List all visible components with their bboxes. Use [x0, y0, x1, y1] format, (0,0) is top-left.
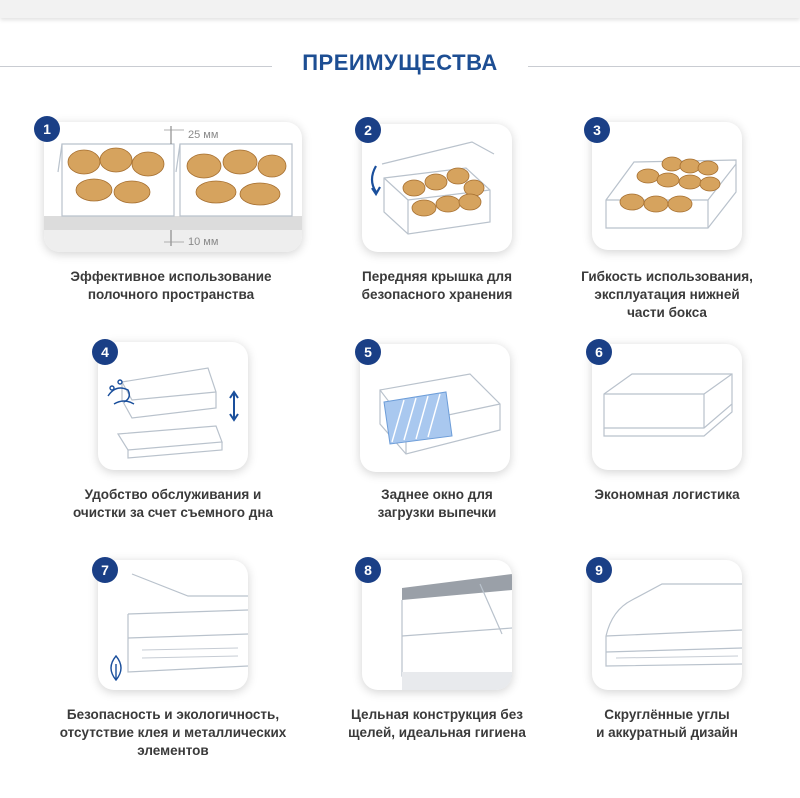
page-title: ПРЕИМУЩЕСТВА — [302, 50, 498, 75]
feature-image-shelf-boxes — [44, 126, 302, 252]
feature-caption-5: Заднее окно для загрузки выпечки — [377, 487, 497, 520]
rotate-arrow-icon — [370, 165, 377, 193]
feature-image-bottom-part — [605, 156, 737, 229]
feature-badge-5: 5 — [355, 339, 381, 365]
feature-image-safe-materials — [110, 573, 248, 682]
feature-image-rounded-corners — [605, 583, 742, 667]
feature-badge-2: 2 — [355, 117, 381, 143]
feature-image-stacked-boxes — [603, 373, 733, 437]
feature-badge-7: 7 — [92, 557, 118, 583]
feature-card-3 — [592, 122, 742, 250]
feature-card-8 — [362, 560, 512, 690]
title-divider-right — [528, 66, 800, 67]
feature-badge-3: 3 — [584, 117, 610, 143]
feature-caption-1: Эффективное использование полочного прос… — [70, 269, 272, 302]
feature-card-9 — [592, 560, 742, 690]
feature-caption-4: Удобство обслуживания и очистки за счет … — [72, 487, 273, 520]
title-divider-left — [0, 66, 272, 67]
feature-card-7 — [98, 560, 248, 690]
feature-image-solid-construction — [401, 574, 512, 690]
feature-caption-6: Экономная логистика — [594, 487, 740, 502]
feature-caption-8: Цельная конструкция без щелей, идеальная… — [348, 707, 526, 740]
feature-image-rear-window — [379, 373, 501, 455]
feature-caption-7: Безопасность и экологичность, отсутствие… — [59, 707, 287, 758]
feature-badge-4: 4 — [92, 339, 118, 365]
dimension-top-label: 25 мм — [188, 129, 219, 141]
feature-card-5 — [360, 344, 510, 472]
feature-badge-9: 9 — [586, 557, 612, 583]
washing-hands-icon — [107, 379, 135, 405]
leaf-icon — [110, 654, 122, 682]
feature-card-2 — [362, 124, 512, 252]
feature-badge-1: 1 — [34, 116, 60, 142]
feature-image-front-lid — [370, 141, 495, 235]
top-bar — [0, 0, 800, 18]
feature-badge-6: 6 — [586, 339, 612, 365]
feature-card-1: 25 мм 10 мм — [44, 122, 302, 252]
feature-caption-3: Гибкость использования, эксплуатация ниж… — [581, 269, 753, 320]
dimension-bottom-label: 10 мм — [188, 236, 219, 248]
up-down-arrow-icon — [229, 390, 239, 422]
feature-badge-8: 8 — [355, 557, 381, 583]
feature-card-4 — [98, 342, 248, 470]
feature-card-6 — [592, 344, 742, 470]
feature-caption-2: Передняя крышка для безопасного хранения — [361, 269, 513, 302]
feature-image-removable-bottom — [107, 367, 239, 459]
feature-caption-9: Скруглённые углы и аккуратный дизайн — [596, 707, 738, 740]
